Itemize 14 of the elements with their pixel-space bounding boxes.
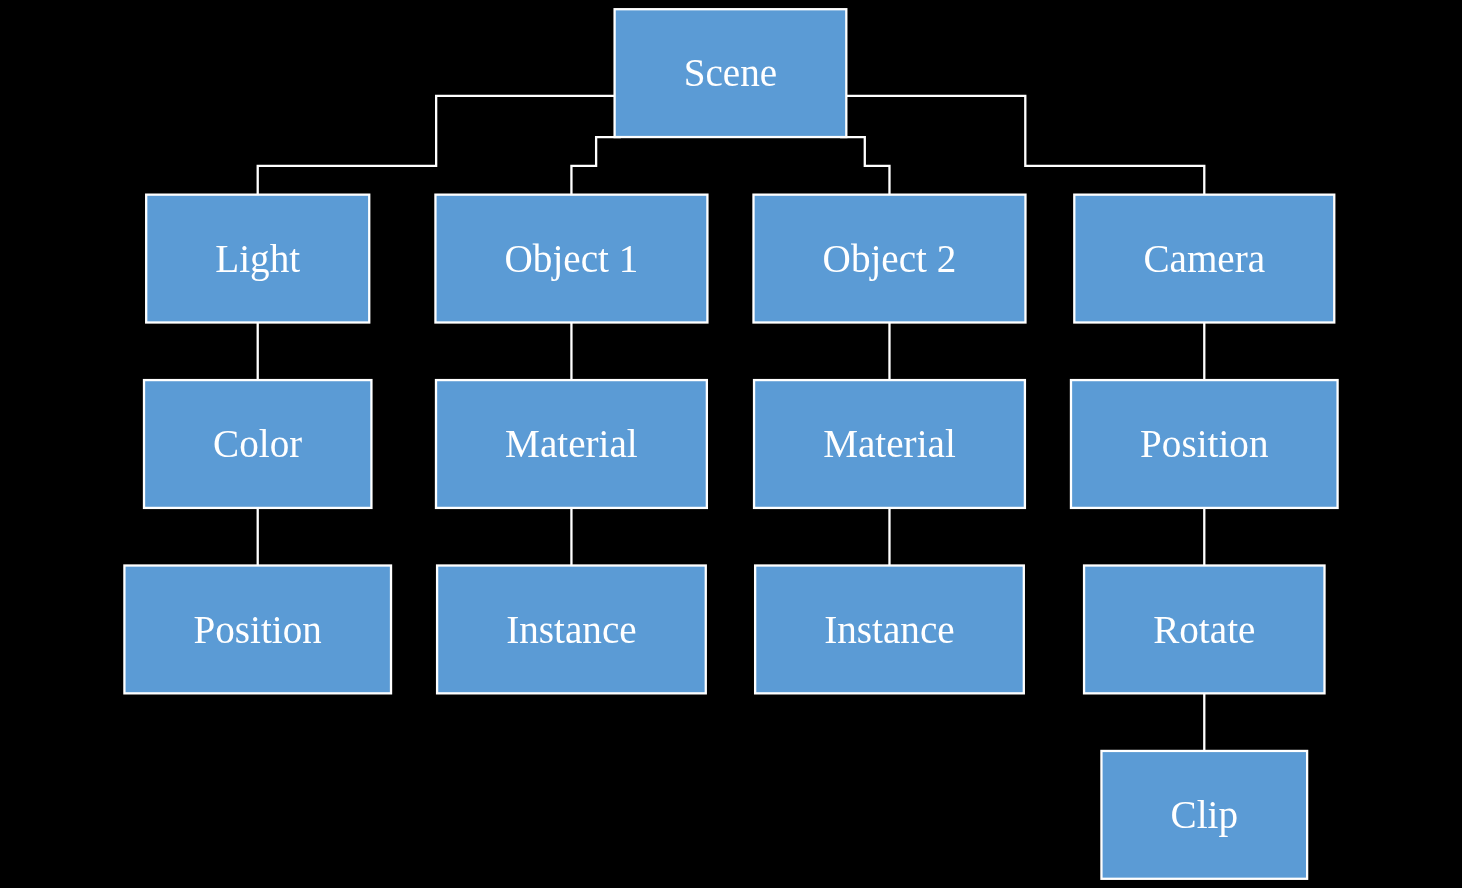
node-box: Object 1 (434, 193, 709, 324)
node-box: Material (434, 378, 708, 510)
node-box: Object 2 (752, 193, 1027, 324)
node-box: Color (142, 378, 373, 510)
node-box: Scene (613, 8, 848, 139)
node-box: Rotate (1082, 564, 1326, 695)
node-box: Clip (1100, 749, 1309, 880)
node-box: Camera (1073, 193, 1336, 324)
node-box: Material (752, 378, 1027, 510)
node-box: Position (1069, 378, 1339, 510)
node-box: Light (145, 193, 371, 324)
node-box: Instance (435, 564, 707, 695)
node-box: Instance (754, 564, 1025, 695)
node-box: Position (123, 564, 393, 695)
